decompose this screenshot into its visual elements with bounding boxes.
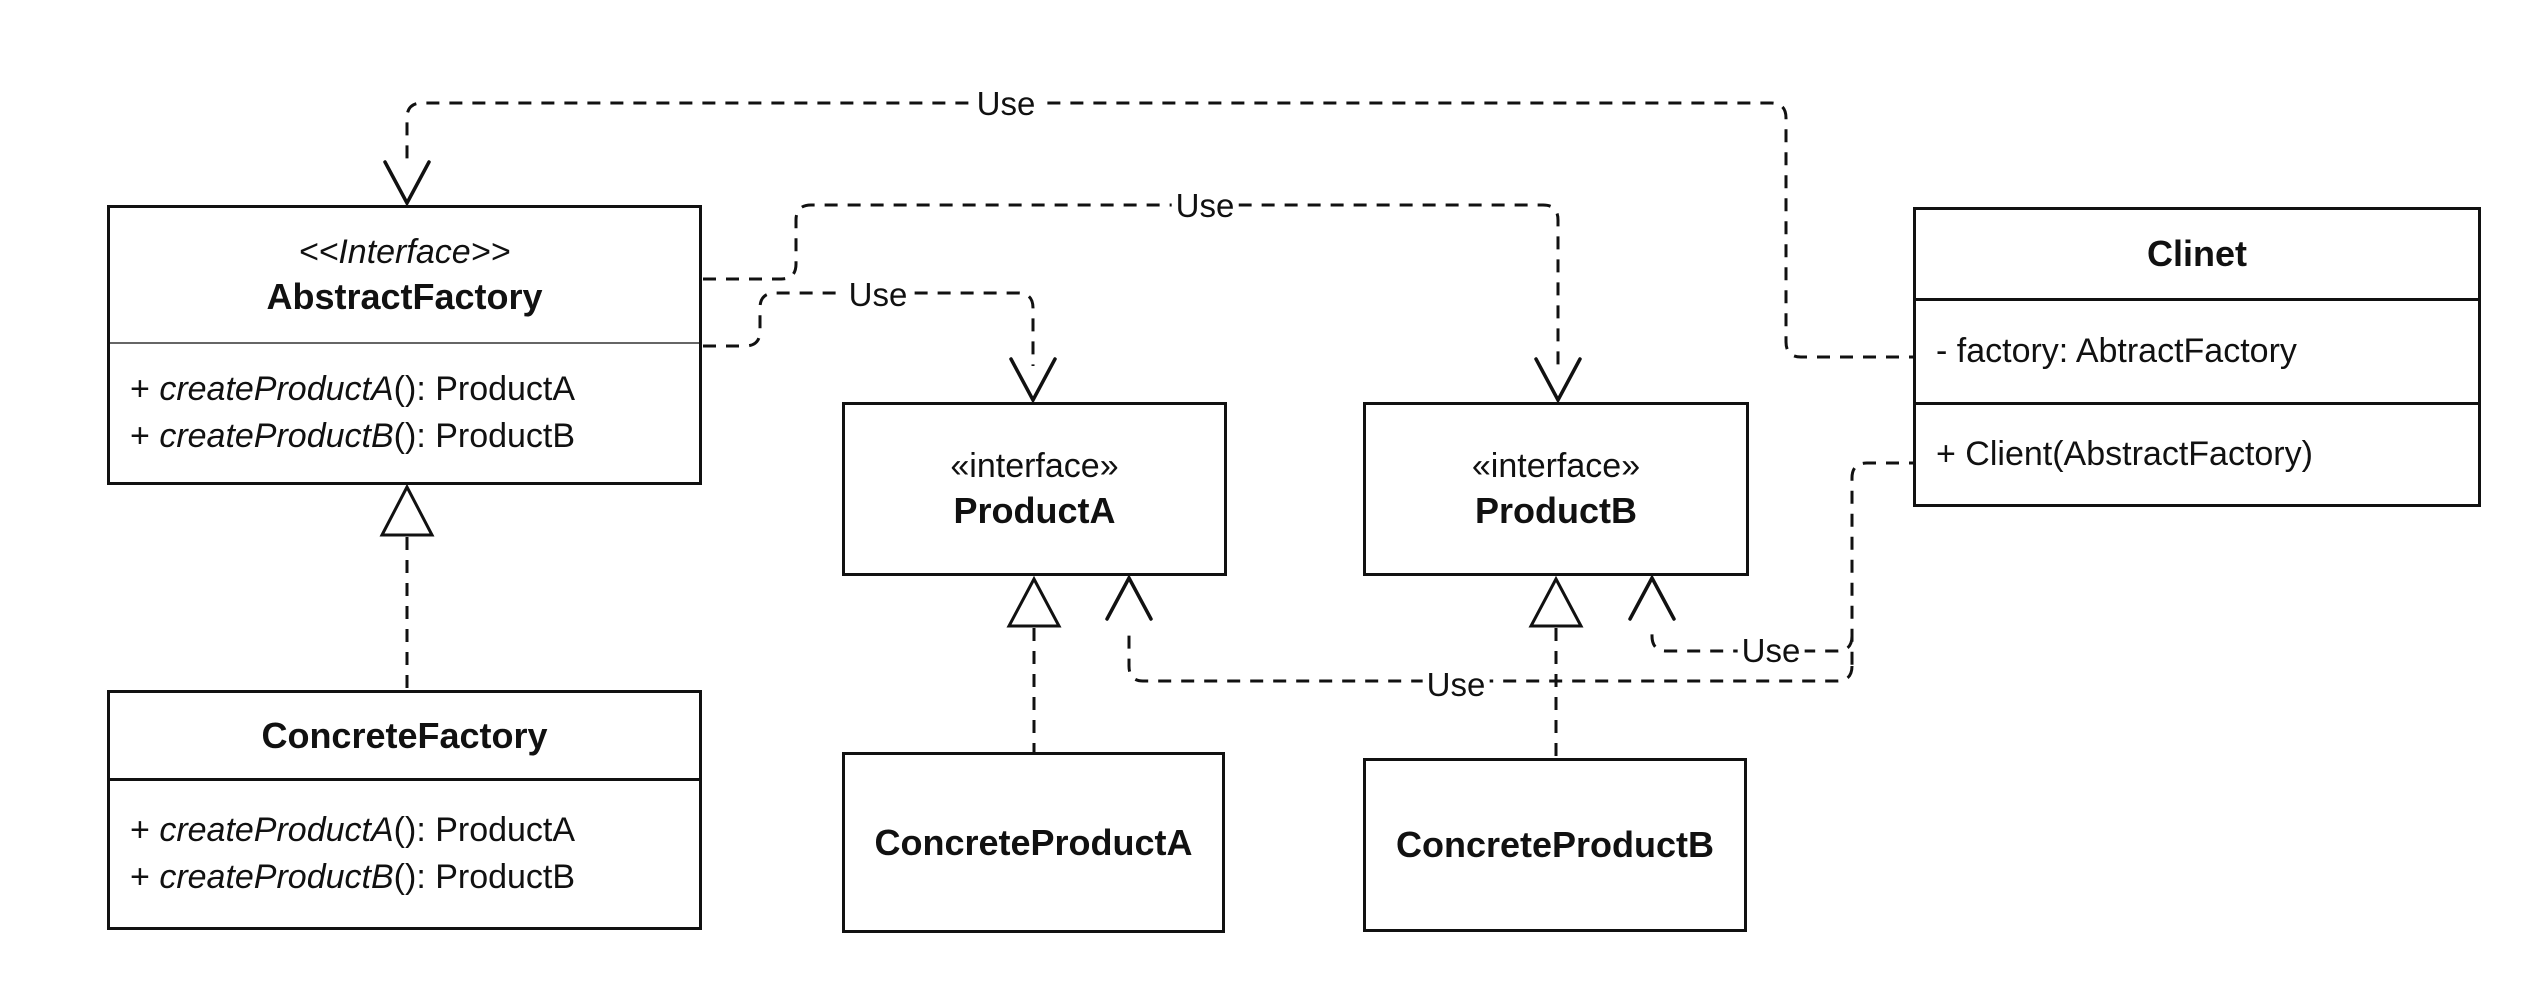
- open-arrowhead-into-producta-top-icon: [1009, 357, 1057, 404]
- dependency-client-to-abstractfactory-line: [405, 101, 1922, 359]
- productb-stereotype: «interface»: [1471, 447, 1641, 485]
- class-box-productb: «interface» ProductB: [1363, 402, 1749, 576]
- hollow-triangle-abstractfactory-icon: [379, 483, 435, 537]
- concretefactory-method-createproductb: + createProductB(): ProductB: [130, 858, 576, 896]
- class-box-producta: «interface» ProductA: [842, 402, 1227, 576]
- concretefactory-name: ConcreteFactory: [261, 714, 548, 756]
- hollow-triangle-productb-icon: [1528, 575, 1584, 628]
- use-label-client-producta: Use: [1422, 667, 1490, 703]
- dependency-client-trunk-line: [1850, 461, 1922, 666]
- concretefactory-method-createproducta: + createProductA(): ProductA: [130, 811, 576, 849]
- dependency-abstractfactory-to-productb-line: [703, 203, 1560, 366]
- client-name: Clinet: [2146, 233, 2247, 274]
- productb-name: ProductB: [1475, 490, 1637, 531]
- class-box-concretefactory: ConcreteFactory + createProductA(): Prod…: [107, 690, 702, 930]
- open-arrowhead-into-productb-top-icon: [1534, 357, 1582, 404]
- open-arrowhead-into-producta-bottom-icon: [1105, 574, 1153, 621]
- class-box-abstractfactory: <<Interface>> AbstractFactory + createPr…: [107, 205, 702, 485]
- use-label-abstractfactory-productb: Use: [1171, 188, 1239, 224]
- open-arrowhead-into-productb-bottom-icon: [1628, 574, 1676, 621]
- concreteproducta-name: ConcreteProductA: [874, 821, 1193, 863]
- abstractfactory-method-createproductb: + createProductB(): ProductB: [130, 417, 576, 455]
- abstractfactory-method-createproducta: + createProductA(): ProductA: [130, 370, 576, 408]
- use-label-client-productb: Use: [1737, 633, 1805, 669]
- use-label-client-abstractfactory: Use: [972, 86, 1040, 122]
- dependency-abstractfactory-to-producta-line: [703, 291, 1035, 366]
- class-box-client: Clinet - factory: AbtractFactory + Clien…: [1913, 207, 2481, 507]
- abstractfactory-name: AbstractFactory: [266, 276, 543, 317]
- concreteproductb-name: ConcreteProductB: [1395, 824, 1715, 865]
- use-label-abstractfactory-producta: Use: [844, 277, 912, 313]
- class-box-concreteproducta: ConcreteProductA: [842, 752, 1225, 933]
- hollow-triangle-producta-icon: [1006, 575, 1062, 628]
- class-box-concreteproductb: ConcreteProductB: [1363, 758, 1747, 932]
- client-attribute-factory: - factory: AbtractFactory: [1936, 332, 2297, 370]
- producta-name: ProductA: [953, 490, 1116, 531]
- producta-stereotype: «interface»: [950, 447, 1119, 485]
- dependency-client-to-producta-line: [1127, 626, 1854, 683]
- abstractfactory-stereotype: <<Interface>>: [298, 233, 511, 271]
- client-method-constructor: + Client(AbstractFactory): [1936, 435, 2313, 473]
- open-arrowhead-into-abstractfactory-top-icon: [383, 160, 431, 207]
- dependency-client-to-productb-line: [1650, 626, 1854, 653]
